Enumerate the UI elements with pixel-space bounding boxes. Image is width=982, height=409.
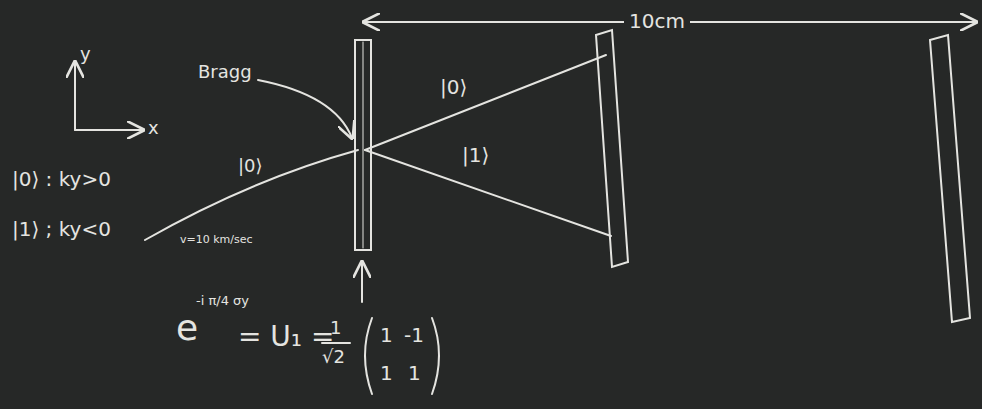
incoming-beam	[145, 150, 358, 240]
operator-exponent: -i π/4 σy	[196, 294, 249, 308]
leader-line	[258, 80, 352, 138]
operator-equation: = U₁ =	[238, 322, 334, 353]
speed-note: v=10 km/sec	[180, 234, 253, 246]
operator-base: e	[176, 308, 198, 348]
beam-label: |1⟩	[462, 144, 489, 166]
fraction-numerator: 1	[330, 318, 341, 338]
matrix-entry: 1	[408, 362, 421, 384]
beam-label: |0⟩	[238, 156, 263, 176]
matrix-entry: -1	[404, 324, 424, 346]
callout-label: Bragg	[198, 62, 252, 82]
state-definition: |1⟩ ; ky<0	[12, 218, 111, 240]
pointer-arrow	[361, 262, 363, 302]
third-plate	[930, 35, 970, 322]
fraction-denominator: √2	[322, 347, 345, 367]
x-axis	[75, 129, 143, 131]
distance-label: 10cm	[624, 10, 690, 32]
beam-0	[365, 55, 606, 150]
plate-line	[363, 42, 364, 248]
matrix-entry: 1	[380, 362, 393, 384]
matrix-paren	[432, 318, 439, 394]
beam-label: |0⟩	[440, 76, 467, 98]
matrix-entry: 1	[380, 324, 393, 346]
y-axis	[74, 62, 76, 130]
state-definition: |0⟩ : ky>0	[12, 168, 111, 190]
bragg-plate	[355, 40, 371, 250]
matrix-paren	[365, 318, 372, 394]
axis-label: x	[148, 118, 159, 138]
axis-label: y	[80, 44, 91, 64]
